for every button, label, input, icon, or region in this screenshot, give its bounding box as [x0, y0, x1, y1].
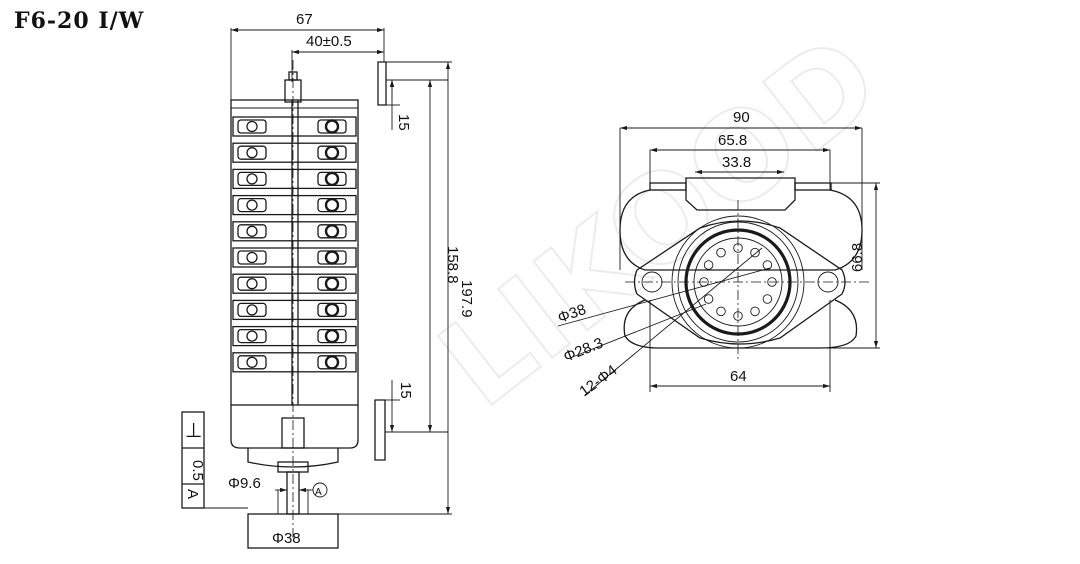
contact-row	[232, 273, 357, 294]
side-view: 67 40±0.5 Φ9.6	[181, 11, 475, 549]
dim-40: 40±0.5	[306, 33, 352, 50]
contact-hole	[762, 260, 773, 270]
dim-bottom-15: 15	[397, 382, 414, 399]
contact-hole	[750, 306, 760, 317]
watermark: LIKOOD	[415, 9, 904, 434]
contact-row	[232, 194, 357, 216]
contact-hole	[716, 247, 726, 258]
contact-row	[232, 116, 357, 137]
drawing-title: F6-20 I/W	[14, 8, 145, 34]
contact-row	[232, 168, 357, 190]
contact-hole	[750, 247, 760, 258]
dim-65: 65.8	[718, 132, 747, 149]
dim-66: 66.8	[849, 243, 866, 272]
contact-row	[232, 299, 357, 321]
tolerance-value: 0.5	[189, 460, 206, 481]
dim-90: 90	[733, 109, 750, 126]
dim-158: 158.8	[444, 246, 461, 284]
dim-top-15: 15	[395, 114, 412, 131]
contact-hole	[762, 294, 773, 304]
dim-shaft: Φ9.6	[228, 475, 261, 492]
contact-row	[232, 325, 357, 347]
contact-rows	[232, 116, 357, 373]
contact-hole	[703, 260, 714, 270]
dim-67: 67	[296, 11, 313, 28]
dim-33: 33.8	[722, 154, 751, 171]
contact-row	[232, 352, 357, 373]
dim-64: 64	[730, 368, 747, 385]
contact-holes	[699, 243, 777, 321]
tolerance-symbol: ⊥	[185, 420, 202, 442]
contact-row	[232, 247, 357, 268]
contact-row	[232, 142, 357, 163]
tolerance-datum: A	[184, 489, 201, 499]
dim-197: 197.9	[458, 280, 475, 318]
contact-row	[232, 221, 357, 242]
datum-a: A	[315, 487, 322, 498]
contact-hole	[703, 294, 714, 304]
dim-flange: Φ38	[272, 530, 301, 547]
contact-hole	[716, 306, 726, 317]
